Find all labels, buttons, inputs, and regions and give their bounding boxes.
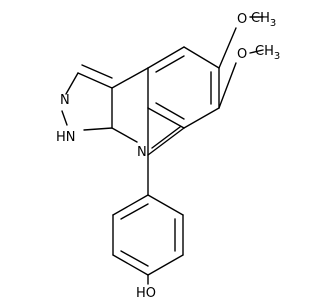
bond [111,67,149,89]
methyl-label-top: CH3 [251,11,276,29]
atom-labels: CH3 CH3 O O N HN N HO [56,11,280,300]
bond [83,127,113,131]
bond [120,203,149,220]
methyl-label-bottom: CH3 [255,44,280,62]
bond [155,55,185,73]
bond [218,27,237,69]
pyrazole-nitrogen-label: N [60,93,70,108]
oxygen-label-bottom: O [237,47,247,62]
bond [65,72,79,95]
bond [112,194,149,216]
chemical-structure-diagram: CH3 CH3 O O N HN N HO [56,11,280,300]
bond [147,46,185,69]
bond [147,254,184,276]
bond [147,107,185,129]
bond [77,72,113,89]
bond [249,49,264,54]
bond [112,254,149,276]
bond [183,46,220,69]
bond [147,194,184,216]
ring-nitrogen-label: N [137,145,147,160]
oxygen-label-top: O [237,12,247,27]
pyrazole-nh-label: HN [56,130,76,145]
bond [151,126,181,149]
bond [111,127,138,143]
bond [81,64,113,79]
hydroxyl-label: HO [136,286,156,300]
bond [155,102,185,120]
bond [183,107,220,129]
bond [218,62,237,109]
bond-lines [61,16,264,285]
bond [120,250,149,267]
bond [147,127,185,156]
bond [61,110,68,126]
